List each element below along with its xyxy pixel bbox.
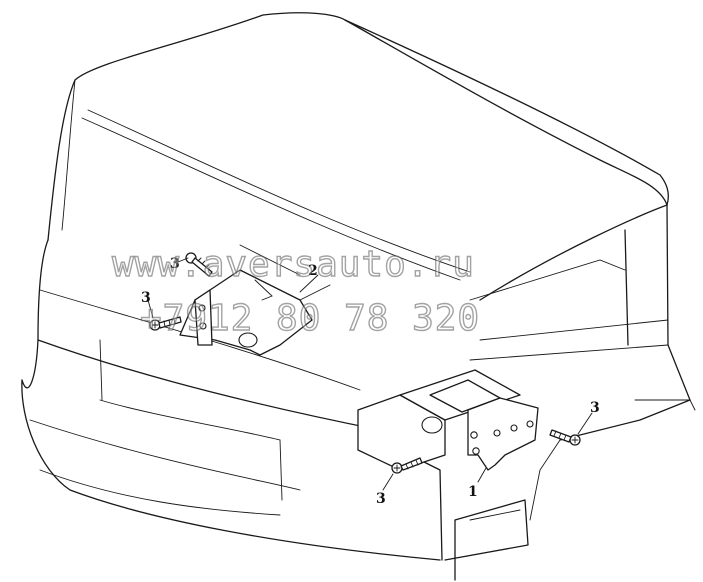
bolt-mid-left [149, 316, 182, 331]
watermark-phone: +7912 80 78 320 [140, 298, 480, 339]
watermark-url: www.aversauto.ru [112, 244, 475, 285]
callout-3-right: 3 [590, 400, 600, 416]
callout-3-top-left: 3 [170, 256, 180, 272]
callout-2: 2 [308, 263, 318, 279]
callout-1: 1 [468, 484, 478, 500]
bracket-right-part-1 [467, 397, 539, 471]
bolt-right [549, 429, 581, 446]
cab-body [21, 12, 696, 581]
bolt-bottom [391, 457, 423, 474]
callout-3-mid-left: 3 [141, 290, 151, 306]
bracket-left-part-2 [179, 244, 331, 356]
bolt-top-left [185, 252, 213, 277]
callout-3-bottom: 3 [376, 491, 386, 507]
leader-lines [147, 257, 593, 491]
